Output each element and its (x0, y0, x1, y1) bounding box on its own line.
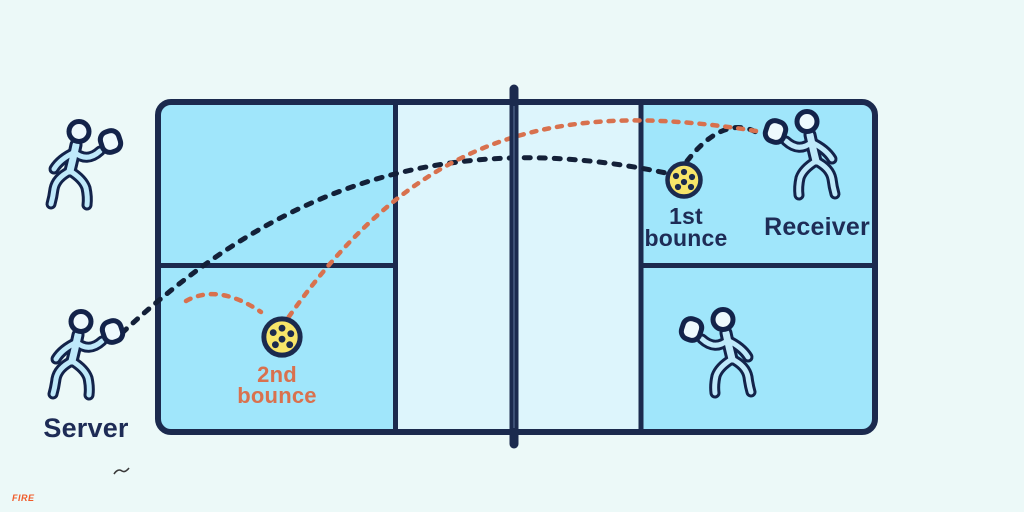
server-player-icon (53, 312, 125, 396)
serve-trajectory (119, 155, 687, 336)
watermark-text: FIRE (12, 493, 35, 503)
first-bounce-label-line1: 1st (669, 203, 703, 229)
return-trajectory (285, 118, 759, 321)
second-bounce-ball-icon (264, 319, 300, 355)
second-bounce-label-line2: bounce (237, 383, 317, 408)
second-bounce-label-line1: 2nd (257, 362, 297, 387)
first-bounce-label: 1st bounce (644, 203, 728, 251)
server-partner-player-icon (51, 122, 123, 206)
scribble-mark (113, 467, 130, 475)
return-bounce-arc (183, 291, 264, 315)
second-bounce-label: 2nd bounce (237, 362, 317, 408)
first-bounce-label-line2: bounce (644, 225, 728, 251)
server-label: Server (43, 413, 129, 443)
receiver-label: Receiver (764, 213, 870, 241)
first-bounce-ball-icon (668, 164, 701, 197)
